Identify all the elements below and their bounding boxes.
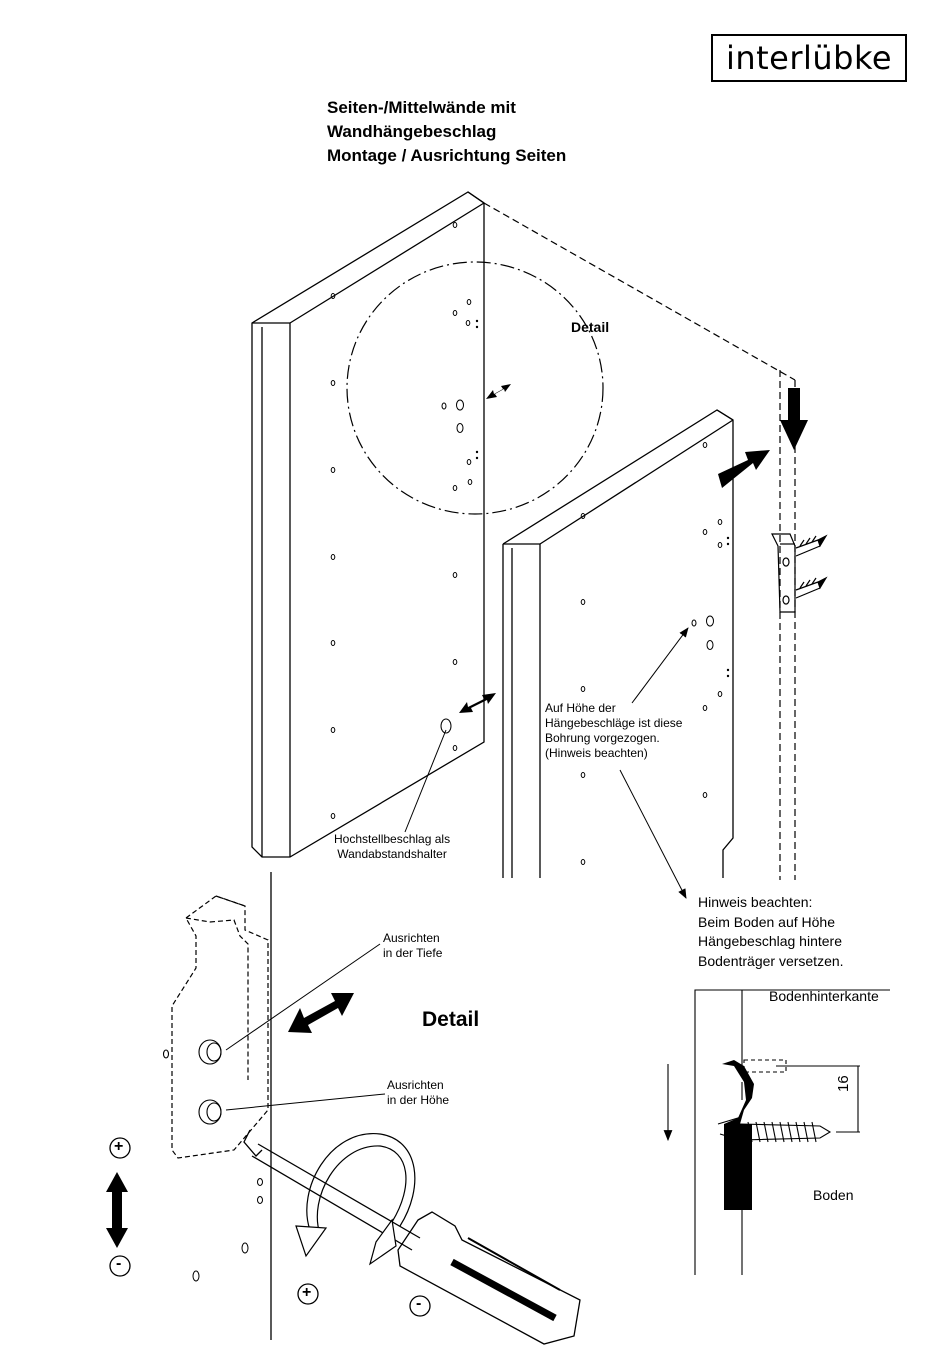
right-side-panel [502, 409, 734, 878]
title-line-1: Seiten-/Mittelwände mit [327, 98, 516, 117]
detail-label-top: Detail [571, 319, 610, 335]
left-panel-dots [475, 319, 479, 460]
brand-logo: interlübke [711, 34, 907, 82]
minus-bottom-sign: - [416, 1295, 422, 1312]
ausrichten-hoehe-line-1: Ausrichten [387, 1078, 444, 1092]
ausrichten-tiefe-line-1: Ausrichten [383, 931, 440, 945]
auf-hoehe-note: Auf Höhe der Hängebeschläge ist diese Bo… [545, 701, 682, 761]
ausrichten-tiefe-note: Ausrichten in der Tiefe [383, 931, 442, 961]
plus-bottom-sign: + [302, 1284, 312, 1301]
hinweis-note: Hinweis beachten: Beim Boden auf Höhe Hä… [698, 893, 844, 971]
hochstell-note: Hochstellbeschlag als Wandabstandshalter [334, 832, 450, 862]
title-line-3: Montage / Ausrichtung Seiten [327, 146, 567, 165]
hochstell-line-2: Wandabstandshalter [337, 847, 447, 861]
ausrichten-tiefe-line-2: in der Tiefe [383, 946, 443, 960]
wall-outline-dashed [483, 202, 796, 880]
auf-hoehe-line-2: Hängebeschläge ist diese [545, 716, 683, 730]
ausrichten-hoehe-note: Ausrichten in der Höhe [387, 1078, 449, 1108]
title-line-2: Wandhängebeschlag [327, 122, 497, 141]
rotation-arrow-icon [306, 1133, 416, 1235]
plus-minus-symbols [109, 1137, 431, 1317]
wall-holes-detail [192, 1178, 263, 1282]
detail-circle [346, 261, 604, 515]
detail-label-main: Detail [422, 1008, 480, 1031]
page-title: Seiten-/Mittelwände mit Wandhängebeschla… [327, 96, 566, 168]
bodenhinterkante-label: Bodenhinterkante [769, 988, 879, 1004]
dimension-16-label: 16 [835, 1075, 852, 1092]
ausrichten-hoehe-line-2: in der Höhe [387, 1093, 450, 1107]
minus-left-sign: - [116, 1255, 122, 1272]
double-arrow-small-icon [486, 384, 511, 399]
auf-hoehe-line-1: Auf Höhe der [545, 701, 616, 715]
auf-hoehe-line-3: Bohrung vorgezogen. [545, 731, 660, 745]
hinweis-line-2: Beim Boden auf Höhe [698, 913, 835, 930]
left-side-panel [251, 191, 485, 858]
height-double-arrow-icon [106, 1172, 128, 1248]
hinweis-line-1: Hinweis beachten: [698, 894, 813, 910]
down-arrow-icon [780, 388, 808, 450]
auf-hoehe-line-4: (Hinweis beachten) [545, 746, 648, 760]
leader-lines [225, 627, 689, 1111]
push-arrow-icon [718, 450, 770, 488]
section-screw [717, 1117, 832, 1143]
section-inset [663, 989, 890, 1275]
right-panel-holes [580, 442, 723, 865]
hochstell-line-1: Hochstellbeschlag als [334, 832, 451, 846]
hinweis-line-4: Bodenträger versetzen. [698, 952, 844, 969]
boden-label: Boden [813, 1187, 854, 1203]
double-arrow-lower-icon [459, 693, 496, 713]
wall-bracket [771, 533, 828, 613]
section-fitting [722, 1060, 754, 1210]
bracket-detail [171, 895, 269, 1159]
plus-left-sign: + [114, 1138, 124, 1155]
hinweis-line-3: Hängebeschlag hintere [698, 933, 842, 949]
bracket-screws [162, 1039, 222, 1125]
depth-double-arrow-icon [288, 993, 354, 1033]
left-panel-holes [330, 222, 473, 819]
